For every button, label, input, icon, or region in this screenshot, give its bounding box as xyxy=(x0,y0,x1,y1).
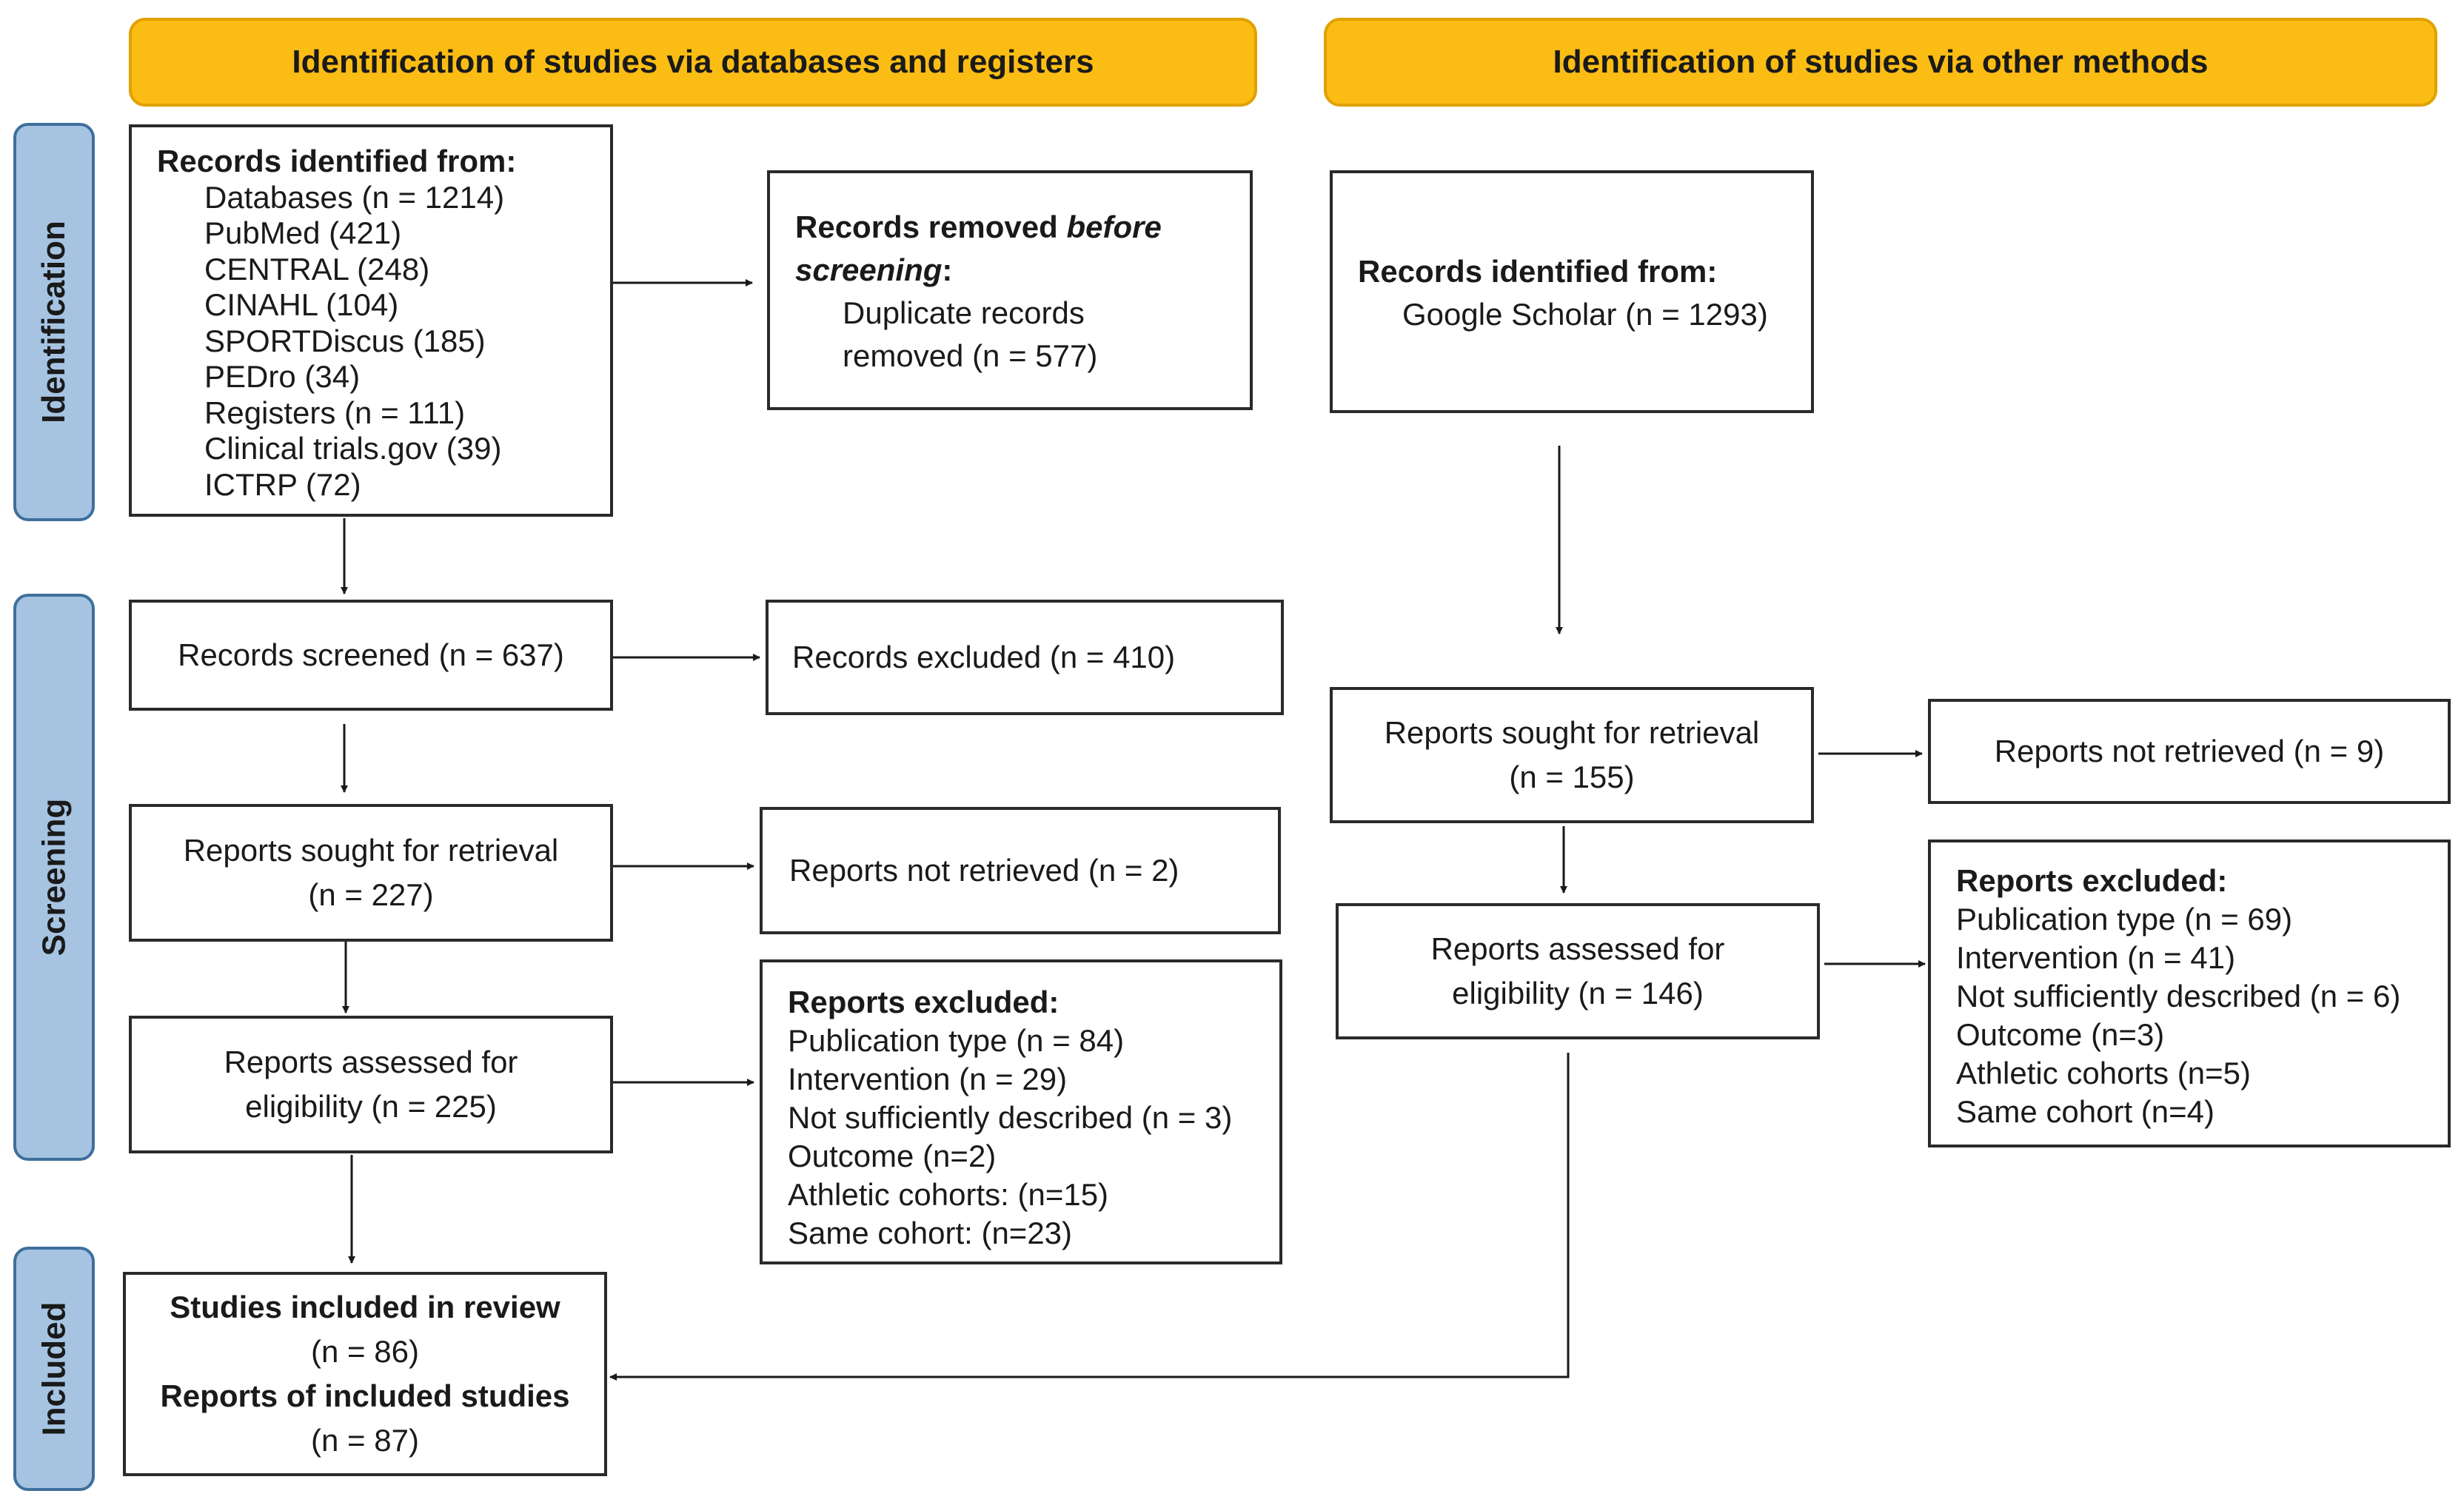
phase-screening-label: Screening xyxy=(36,798,72,956)
box-right-reports-excluded: Reports excluded: Publication type (n = … xyxy=(1928,840,2451,1147)
list-item: Clinical trials.gov (39) xyxy=(204,431,502,466)
header-other-methods: Identification of studies via other meth… xyxy=(1324,18,2437,107)
list-item: Registers (n = 111) xyxy=(204,395,466,430)
box-records-removed: Records removed before screening: Duplic… xyxy=(767,170,1253,410)
records-removed-line1: Duplicate records xyxy=(843,295,1085,330)
right-records-identified-item: Google Scholar (n = 1293) xyxy=(1402,297,1768,332)
right-reports-sought-line2: (n = 155) xyxy=(1509,760,1635,794)
list-item: CINAHL (104) xyxy=(204,287,399,322)
phase-identification: Identification xyxy=(13,123,95,521)
records-removed-title-b: : xyxy=(942,252,953,287)
list-item: Intervention (n = 41) xyxy=(1956,940,2236,975)
records-removed-title-em: before screening xyxy=(795,210,1162,287)
reports-excluded-title: Reports excluded: xyxy=(788,985,1059,1019)
list-item: Not sufficiently described (n = 6) xyxy=(1956,979,2401,1013)
list-item: Publication type (n = 84) xyxy=(788,1023,1125,1058)
list-item: Outcome (n=2) xyxy=(788,1139,997,1173)
list-item: Publication type (n = 69) xyxy=(1956,902,2293,936)
list-item: Same cohort: (n=23) xyxy=(788,1216,1073,1250)
header-databases-registers: Identification of studies via databases … xyxy=(129,18,1257,107)
reports-included-title: Reports of included studies xyxy=(160,1378,570,1413)
box-records-identified: Records identified from: Databases (n = … xyxy=(129,124,613,517)
records-removed-line2: removed (n = 577) xyxy=(843,338,1098,373)
list-item: Databases (n = 1214) xyxy=(204,179,505,215)
right-reports-not-retrieved-label: Reports not retrieved (n = 9) xyxy=(1994,734,2385,768)
list-item: Intervention (n = 29) xyxy=(788,1062,1068,1096)
box-right-reports-sought: Reports sought for retrieval (n = 155) xyxy=(1330,687,1814,823)
list-item: Athletic cohorts (n=5) xyxy=(1956,1056,2252,1090)
studies-included-title: Studies included in review xyxy=(170,1290,560,1324)
records-removed-title-a: Records removed xyxy=(795,210,1067,244)
right-reports-assessed-line2: eligibility (n = 146) xyxy=(1452,976,1704,1011)
box-reports-not-retrieved: Reports not retrieved (n = 2) xyxy=(760,807,1281,934)
box-included: Studies included in review (n = 86) Repo… xyxy=(123,1272,607,1476)
reports-assessed-line1: Reports assessed for xyxy=(224,1045,518,1079)
list-item: PubMed (421) xyxy=(204,215,402,250)
list-item: Not sufficiently described (n = 3) xyxy=(788,1100,1233,1135)
header-left-label: Identification of studies via databases … xyxy=(292,44,1094,80)
reports-assessed-line2: eligibility (n = 225) xyxy=(245,1089,497,1124)
reports-included-count: (n = 87) xyxy=(311,1423,419,1458)
list-item: ICTRP (72) xyxy=(204,466,361,502)
records-excluded-label: Records excluded (n = 410) xyxy=(792,640,1176,674)
list-item: PEDro (34) xyxy=(204,359,361,394)
right-reports-assessed-line1: Reports assessed for xyxy=(1430,931,1725,966)
right-reports-sought-line1: Reports sought for retrieval xyxy=(1384,715,1760,750)
reports-sought-line1: Reports sought for retrieval xyxy=(183,833,559,868)
box-reports-excluded: Reports excluded: Publication type (n = … xyxy=(760,959,1282,1264)
box-records-screened: Records screened (n = 637) xyxy=(129,600,613,711)
phase-included: Included xyxy=(13,1247,95,1491)
reports-not-retrieved-label: Reports not retrieved (n = 2) xyxy=(789,853,1179,888)
records-screened-label: Records screened (n = 637) xyxy=(178,637,564,672)
records-removed-title: Records removed before screening: xyxy=(795,206,1250,292)
box-right-reports-not-retrieved: Reports not retrieved (n = 9) xyxy=(1928,699,2451,804)
phase-included-label: Included xyxy=(36,1301,72,1436)
list-item: Outcome (n=3) xyxy=(1956,1017,2165,1052)
box-right-reports-assessed: Reports assessed for eligibility (n = 14… xyxy=(1336,903,1820,1039)
list-item: Same cohort (n=4) xyxy=(1956,1094,2215,1129)
right-reports-excluded-title: Reports excluded: xyxy=(1956,863,2228,898)
phase-identification-label: Identification xyxy=(36,221,72,423)
arrow-right-assessed-to-included xyxy=(609,1053,1570,1381)
box-right-records-identified: Records identified from: Google Scholar … xyxy=(1330,170,1814,413)
header-right-label: Identification of studies via other meth… xyxy=(1553,44,2209,80)
list-item: Athletic cohorts: (n=15) xyxy=(788,1177,1109,1212)
reports-sought-line2: (n = 227) xyxy=(308,877,434,912)
records-identified-title: Records identified from: xyxy=(157,144,517,178)
list-item: SPORTDiscus (185) xyxy=(204,323,486,358)
right-records-identified-title: Records identified from: xyxy=(1358,254,1718,289)
box-records-excluded: Records excluded (n = 410) xyxy=(766,600,1284,715)
box-reports-sought: Reports sought for retrieval (n = 227) xyxy=(129,804,613,942)
phase-screening: Screening xyxy=(13,594,95,1161)
studies-included-count: (n = 86) xyxy=(311,1334,419,1369)
box-reports-assessed: Reports assessed for eligibility (n = 22… xyxy=(129,1016,613,1153)
list-item: CENTRAL (248) xyxy=(204,251,430,286)
